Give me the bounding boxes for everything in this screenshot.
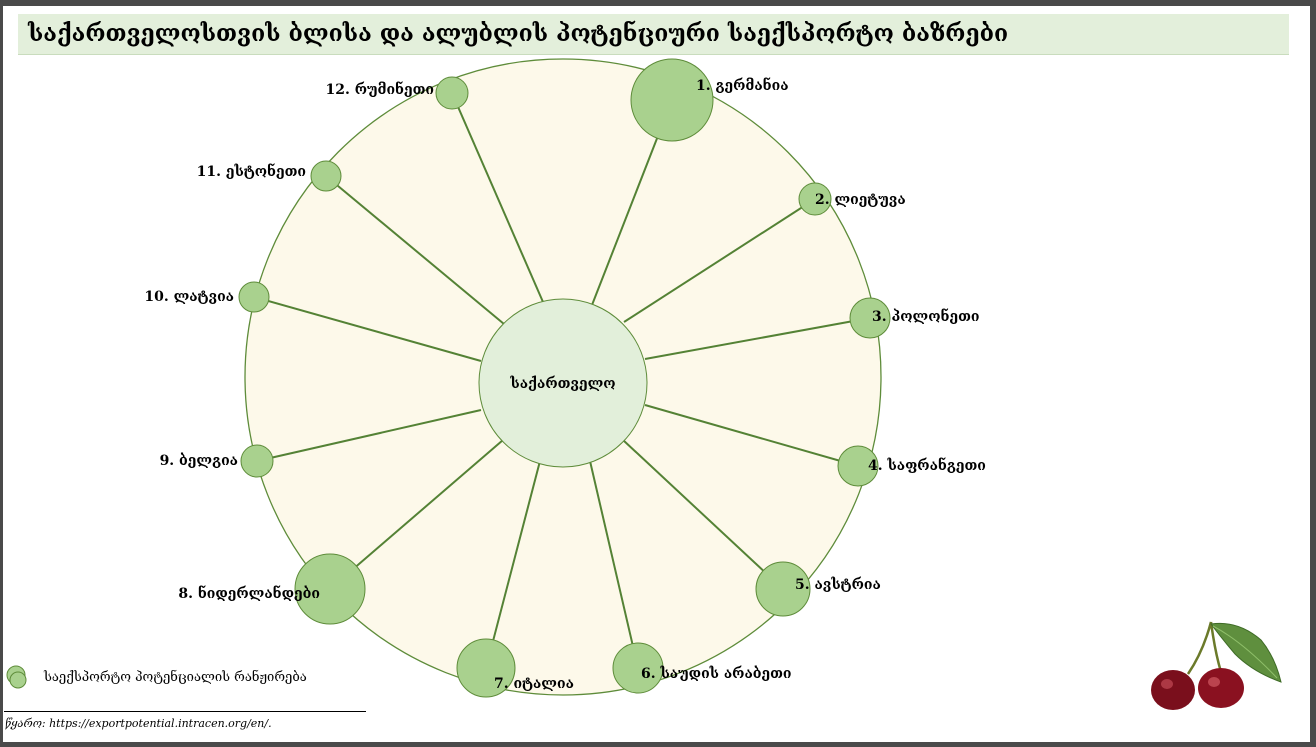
market-node-5 [755, 561, 811, 617]
market-node-7 [456, 638, 516, 698]
spoke-9 [256, 409, 482, 462]
spoke-11 [325, 175, 505, 325]
market-label-12: 12. რუმინეთი [325, 81, 434, 98]
spokes [253, 92, 871, 669]
title-bar: საქართველოსთვის ბლისა და ალუბლის პოტენცი… [18, 14, 1289, 55]
market-label-4: 4. საფრანგეთი [868, 457, 986, 474]
spoke-10 [253, 296, 482, 362]
market-labels: 1. გერმანია 2. ლიეტუვა 3. პოლონეთი 4. საფრა… [144, 77, 985, 692]
market-label-8: 8. ნიდერლანდები [178, 585, 320, 602]
market-node-11 [310, 160, 342, 192]
market-node-6 [612, 642, 664, 694]
market-label-9: 9. ბელგია [160, 453, 238, 469]
market-node-8 [294, 553, 366, 625]
market-label-6: 6. საუდის არაბეთი [641, 666, 792, 682]
market-label-1: 1. გერმანია [696, 77, 789, 94]
page-title: საქართველოსთვის ბლისა და ალუბლის პოტენცი… [28, 20, 1009, 47]
market-label-11: 11. ესტონეთი [197, 163, 306, 180]
source-note: წყარო: https://exportpotential.intracen.… [5, 717, 272, 730]
market-label-5: 5. ავსტრია [795, 577, 881, 593]
legend-circles-icon [4, 664, 32, 690]
market-label-2: 2. ლიეტუვა [815, 192, 906, 208]
legend: საექსპორტო პოტენციალის რანჟირება [4, 662, 307, 692]
market-node-10 [238, 281, 270, 313]
market-node-2 [798, 182, 832, 216]
market-node-12 [435, 76, 469, 110]
spoke-6 [589, 460, 639, 669]
spoke-5 [622, 439, 784, 590]
market-node-3 [849, 297, 891, 339]
spoke-8 [329, 439, 504, 590]
market-label-7: 7. იტალია [494, 676, 574, 692]
market-node-4 [837, 445, 879, 487]
center-label: საქართველო [509, 376, 615, 392]
market-label-3: 3. პოლონეთი [872, 308, 979, 325]
cherry-icon [1143, 612, 1283, 712]
market-label-10: 10. ლატვია [144, 289, 234, 305]
spoke-4 [644, 404, 859, 467]
center-node [478, 298, 648, 468]
spoke-7 [485, 460, 541, 669]
market-node-9 [240, 444, 274, 478]
spoke-2 [623, 198, 816, 323]
source-divider [4, 711, 366, 712]
legend-label: საექსპორტო პოტენციალის რანჟირება [44, 669, 307, 685]
spoke-3 [644, 317, 871, 360]
market-node-1 [630, 58, 714, 142]
market-nodes [238, 58, 891, 698]
spoke-12 [451, 92, 544, 303]
